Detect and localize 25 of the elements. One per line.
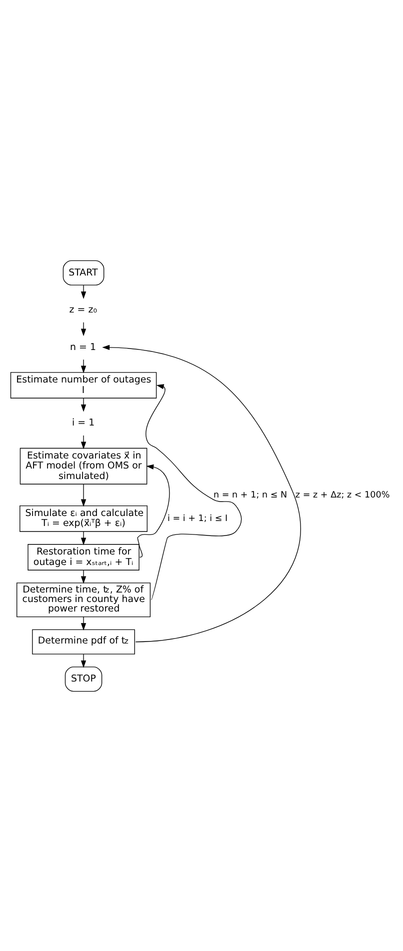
arrow <box>80 530 86 545</box>
node-box: Restoration time for outage i = xₛₜₐᵣₜ,ᵢ + Tᵢ <box>28 544 140 570</box>
arrow <box>80 483 86 506</box>
arrow <box>80 616 86 630</box>
arrow <box>80 322 86 336</box>
arrow <box>80 358 86 373</box>
arrow <box>80 569 86 584</box>
node-text: z = z₀ <box>69 304 98 316</box>
arrow <box>80 434 86 449</box>
node-box: STOP <box>64 666 102 692</box>
arrow <box>80 653 86 668</box>
node-box: Estimate number of outages I <box>10 372 157 398</box>
arrow <box>146 384 242 600</box>
node-text: n = 1 <box>70 341 96 352</box>
arrow <box>80 398 86 412</box>
node-text: i = 1 <box>72 417 95 428</box>
node-box: Simulate εᵢ and calculate Tᵢ = exp(x⃗ᵢᵀβ + εᵢ) <box>20 504 148 532</box>
node-box: START <box>62 260 104 285</box>
edge-label: n = n + 1; n ≤ N <box>214 490 288 500</box>
edge-label: z = z + Δz; z < 100% <box>295 490 390 500</box>
arrow <box>137 464 170 558</box>
edge-label: i = i + 1; i ≤ I <box>167 513 228 524</box>
node-box: Estimate covariates x⃗ in AFT model (from OMS or simulated) <box>20 447 148 484</box>
arrow <box>80 284 86 298</box>
arrow <box>102 344 301 642</box>
